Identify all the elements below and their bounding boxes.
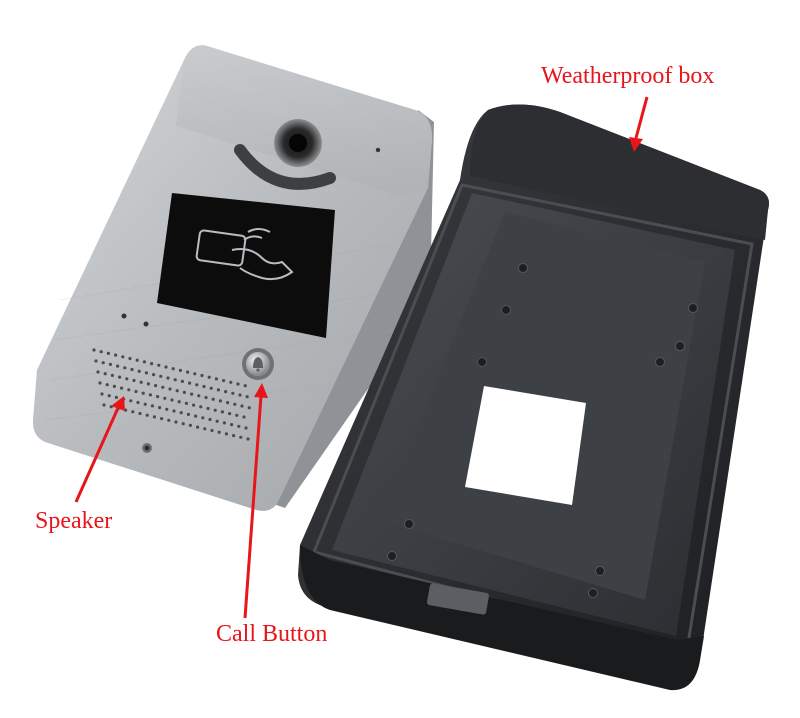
weatherproof-box-arrow xyxy=(634,96,649,139)
speaker-arrow xyxy=(74,407,120,503)
speaker-label: Speaker xyxy=(35,508,113,534)
callout-arrows xyxy=(74,96,649,619)
card-reader-window xyxy=(157,193,335,338)
bell-icon xyxy=(253,357,263,372)
call-button-arrow xyxy=(243,395,263,619)
call-button xyxy=(242,348,274,380)
cable-opening xyxy=(465,386,586,505)
weatherproof-box xyxy=(298,104,769,691)
call-button-label: Call Button xyxy=(216,621,328,647)
speaker-grille xyxy=(92,348,251,441)
weatherproof-box-label: Weatherproof box xyxy=(541,63,715,89)
card-reader-icon xyxy=(195,228,294,281)
door-station-panel xyxy=(32,45,434,511)
